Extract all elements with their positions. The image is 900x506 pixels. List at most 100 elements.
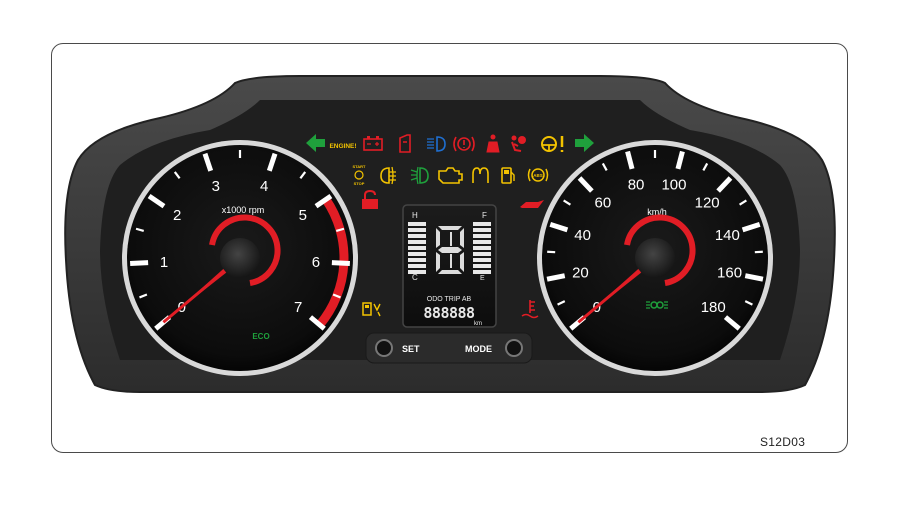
lcd-display: H F C E ODO TRIP AB 888888 km	[408, 211, 491, 327]
airbag-icon	[511, 135, 526, 152]
kmh-scale-label: 80	[628, 176, 645, 193]
speed-unit-label: km/h	[647, 207, 667, 217]
fuel-water-icon	[362, 302, 381, 317]
kmh-major-tick	[675, 150, 685, 170]
odometer-value: 888888	[423, 304, 475, 322]
svg-text:START: START	[352, 164, 366, 169]
kmh-scale-label: 60	[595, 195, 612, 212]
fuel-empty-label: E	[480, 275, 485, 282]
kmh-major-tick	[716, 176, 733, 193]
battery-icon	[363, 136, 383, 151]
speedometer-hub-arc	[624, 214, 696, 286]
figure-code: S12D03	[760, 435, 806, 449]
fuel-bar-segment	[473, 258, 491, 262]
rpm-minor-tick	[135, 227, 145, 232]
mode-button-label: MODE	[465, 344, 492, 354]
rpm-minor-tick	[173, 171, 181, 179]
rear-fog-icon	[380, 166, 396, 185]
kmh-major-tick	[625, 150, 635, 170]
rpm-scale-label: 5	[299, 207, 307, 224]
temp-bar-segment	[408, 240, 426, 244]
oil-pressure-icon	[520, 200, 544, 208]
temp-hot-label: H	[412, 211, 418, 220]
start-stop-icon: START STOP	[352, 164, 366, 186]
kmh-scale-label: 120	[695, 195, 720, 212]
turn-left-icon	[306, 134, 325, 152]
seatbelt-icon	[486, 134, 500, 153]
kmh-major-tick	[549, 222, 569, 233]
temp-bar-segment	[408, 270, 426, 274]
fuel-bar-segment	[473, 270, 491, 274]
rpm-scale-label: 3	[212, 178, 220, 195]
kmh-scale-label: 140	[715, 227, 740, 244]
fuel-bar-segment	[473, 222, 491, 226]
fuel-bar-segment	[473, 240, 491, 244]
tachometer-hub	[220, 238, 260, 278]
rpm-minor-tick	[299, 171, 307, 179]
temp-bar-segment	[408, 228, 426, 232]
rpm-major-tick	[308, 315, 326, 331]
kmh-scale-label: 160	[717, 265, 742, 282]
rpm-scale-label: 6	[312, 254, 320, 271]
kmh-minor-tick	[744, 300, 753, 306]
kmh-minor-tick	[739, 199, 747, 206]
tachometer-hub-arc	[209, 214, 281, 286]
rpm-major-tick	[130, 260, 149, 266]
rpm-unit-label: x1000 rpm	[222, 205, 265, 215]
coolant-temp-icon	[521, 300, 539, 319]
kmh-minor-tick	[702, 162, 709, 171]
temp-bar-segment	[408, 258, 426, 262]
fuel-bar-segment	[473, 228, 491, 232]
rpm-minor-tick	[139, 293, 148, 299]
temp-bar-segment	[408, 264, 426, 268]
temp-bar-segment	[408, 252, 426, 256]
rpm-major-tick	[331, 260, 350, 266]
rpm-major-tick	[266, 152, 278, 172]
gear-display	[436, 226, 464, 274]
kmh-major-tick	[546, 273, 566, 282]
rpm-scale-label: 2	[173, 207, 181, 224]
fuel-full-label: F	[482, 211, 487, 220]
brake-warning-icon	[453, 136, 475, 152]
steering-warning-icon	[541, 136, 564, 152]
kmh-minor-tick	[563, 199, 571, 206]
kmh-major-tick	[744, 273, 764, 282]
glow-plug-icon	[472, 167, 489, 183]
rpm-major-tick	[147, 193, 166, 209]
side-lights-icon	[646, 301, 668, 309]
rpm-scale-label: 4	[260, 178, 268, 195]
kmh-minor-tick	[601, 162, 608, 171]
fuel-bar-segment	[473, 234, 491, 238]
lcd-panel	[402, 204, 497, 328]
fuel-bar-segment	[473, 246, 491, 250]
fuel-bar-segment	[473, 252, 491, 256]
mode-button[interactable]	[505, 339, 523, 357]
temp-bar-segment	[408, 246, 426, 250]
temperature-gauge	[408, 222, 426, 274]
speedometer-hub	[635, 238, 675, 278]
check-engine-icon	[438, 167, 463, 184]
rpm-minor-tick	[332, 293, 341, 299]
speedometer: 020406080100120140160180 km/h	[537, 140, 773, 376]
tachometer: 01234567 x1000 rpm ECO	[122, 140, 358, 376]
eco-indicator: ECO	[252, 332, 269, 341]
set-button[interactable]	[375, 339, 393, 357]
kmh-major-tick	[577, 176, 594, 193]
turn-right-icon	[575, 134, 594, 152]
kmh-scale-label: 100	[661, 176, 686, 193]
kmh-major-tick	[723, 315, 741, 331]
rpm-scale-label: 1	[160, 254, 168, 271]
rpm-minor-tick	[335, 227, 345, 232]
temp-bar-segment	[408, 234, 426, 238]
odometer-unit: km	[474, 321, 482, 327]
svg-text:ABS: ABS	[533, 173, 543, 178]
security-icon	[362, 189, 378, 209]
fuel-gauge	[473, 222, 491, 274]
high-beam-icon	[427, 136, 446, 152]
engine-warning-icon: ENGINE!	[329, 143, 356, 150]
button-bar	[365, 332, 533, 364]
kmh-scale-label: 180	[701, 299, 726, 316]
temp-cold-label: C	[412, 273, 418, 282]
fuel-low-icon	[501, 167, 515, 184]
